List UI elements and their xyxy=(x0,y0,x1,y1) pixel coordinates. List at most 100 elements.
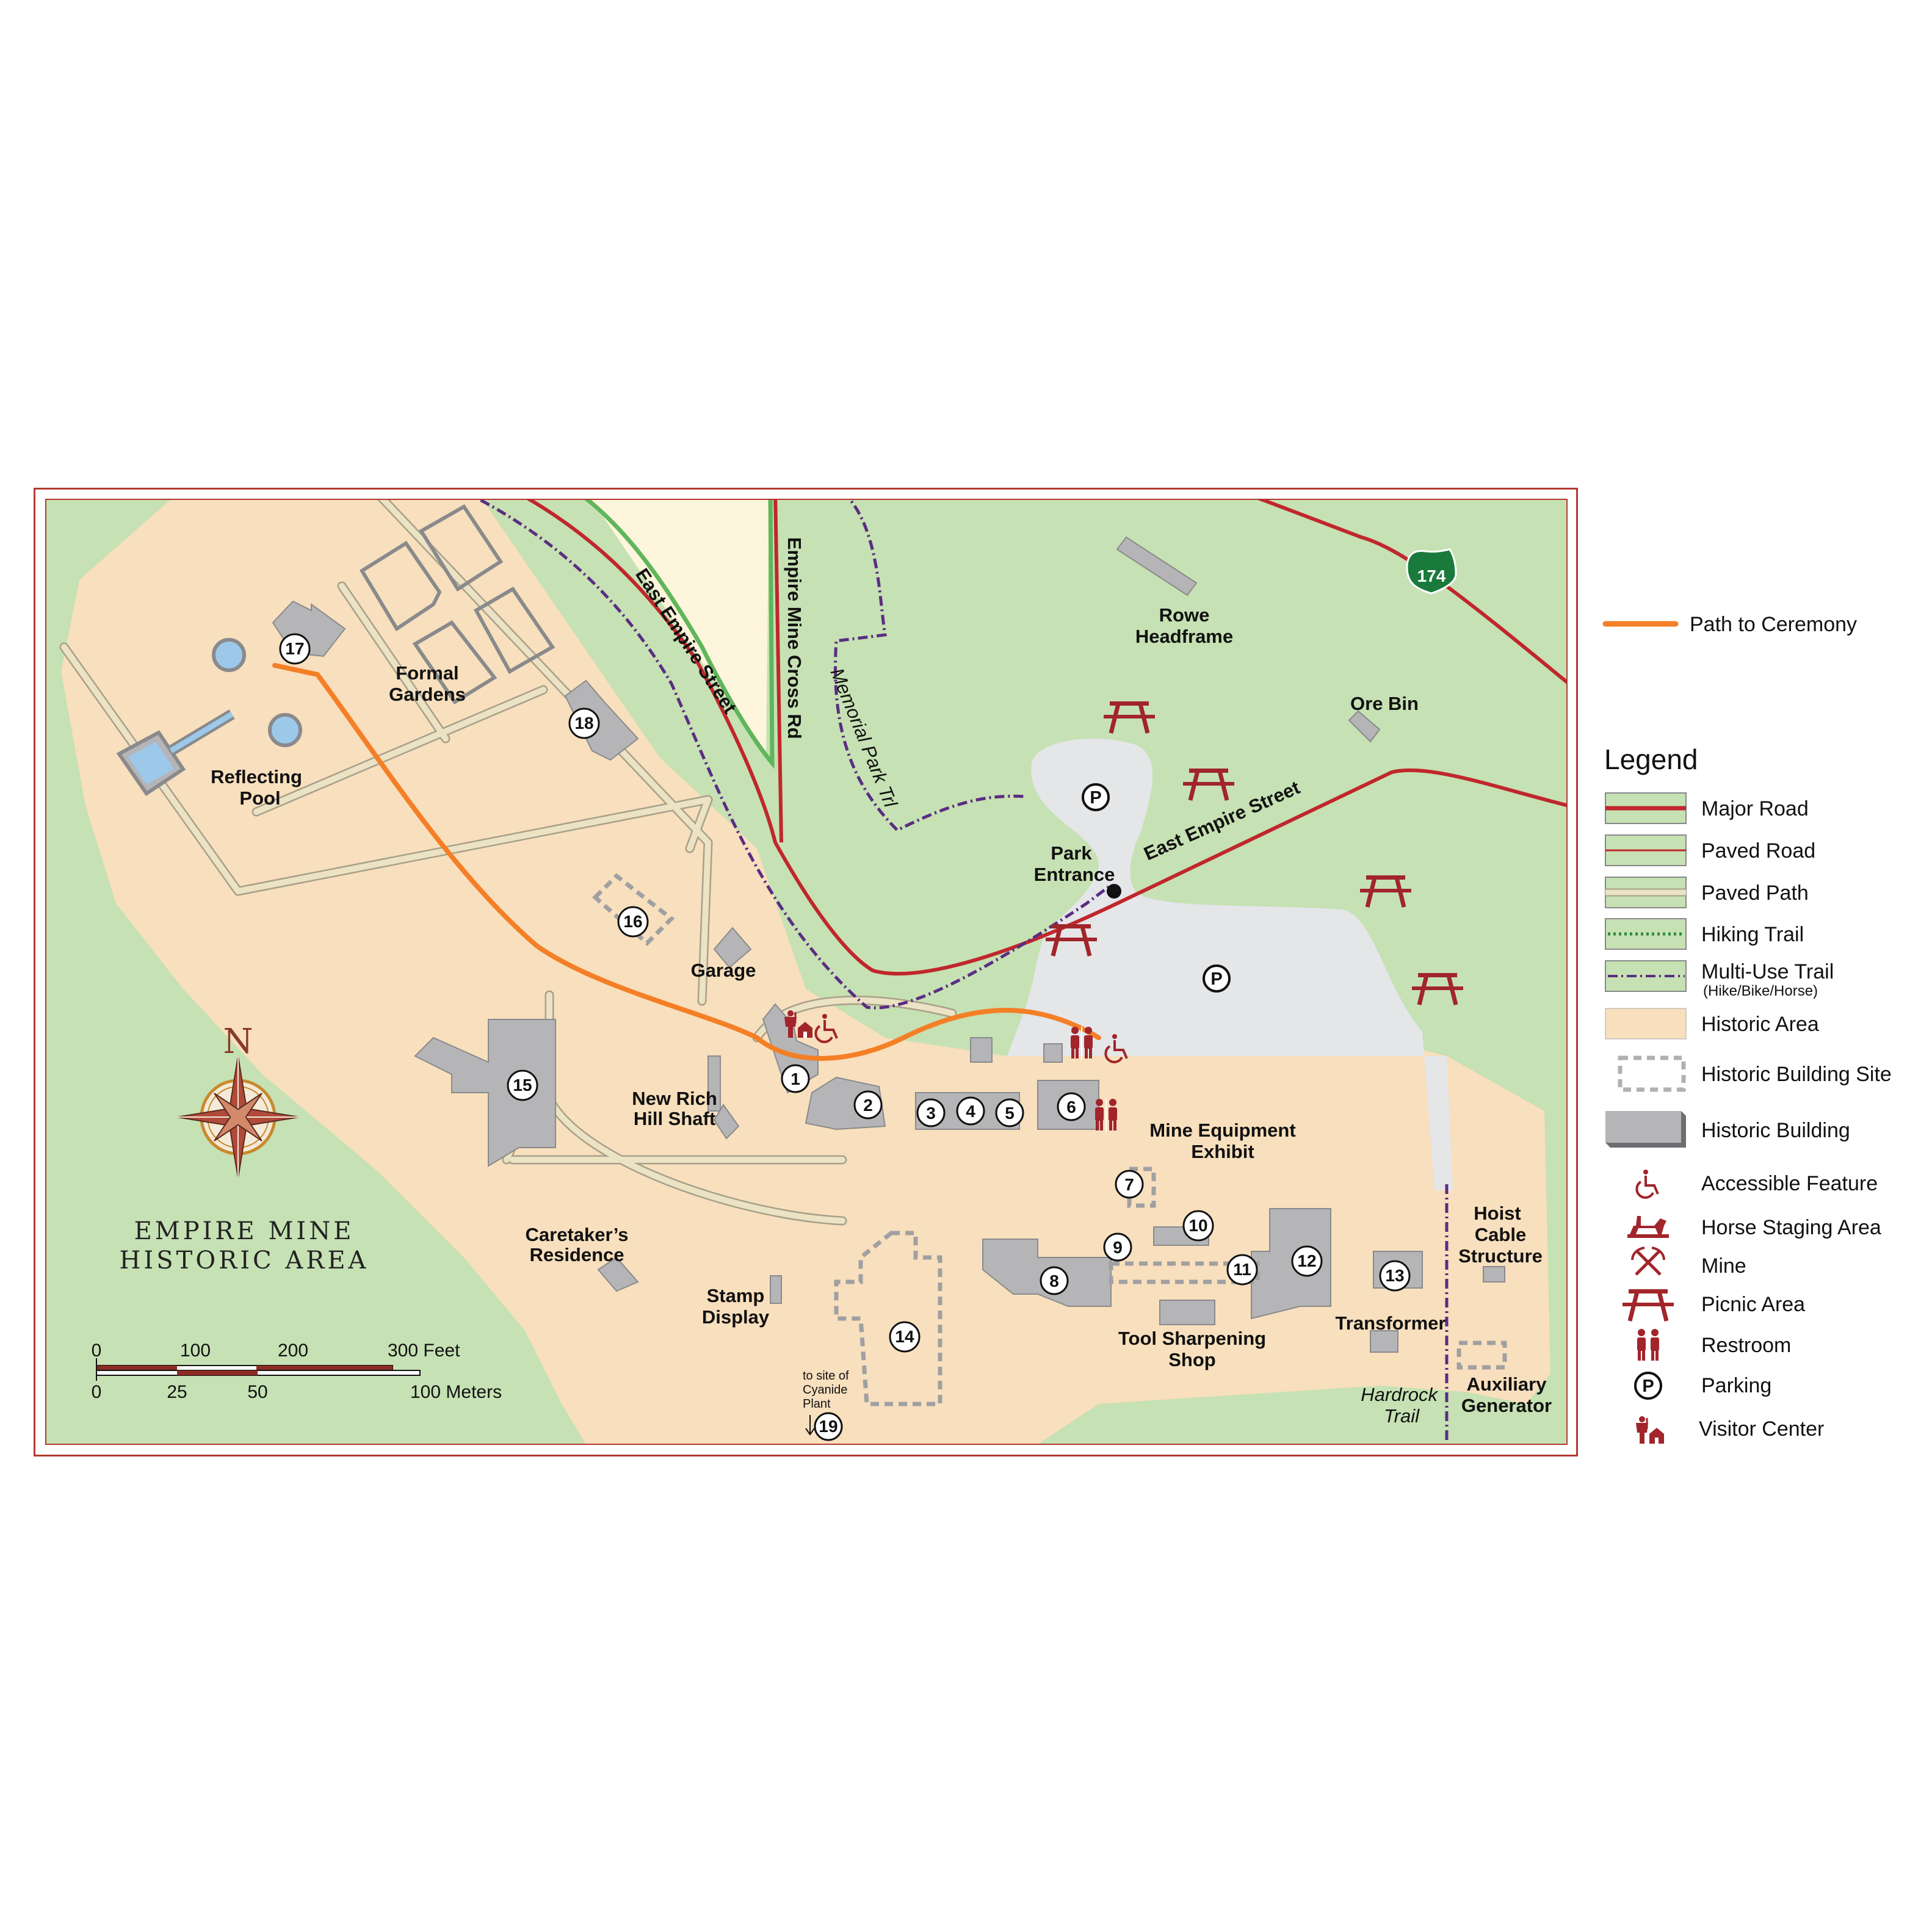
picnic-icon xyxy=(1623,1289,1674,1321)
building-number: 11 xyxy=(1233,1260,1251,1279)
path-to-ceremony-key: Path to Ceremony xyxy=(1602,613,1857,636)
label-formal-gardens-1: Formal xyxy=(396,662,458,684)
label-new-rich-hill-shaft-2: Hill Shaft xyxy=(634,1108,715,1129)
label-caretakers-1: Caretaker’s xyxy=(526,1224,629,1245)
restroom-icon xyxy=(1095,1099,1117,1132)
legend-multi-use-sublabel: (Hike/Bike/Horse) xyxy=(1703,983,1818,999)
label-formal-gardens-2: Gardens xyxy=(389,684,466,705)
building-number: 18 xyxy=(574,714,593,733)
building-number: 17 xyxy=(285,639,304,658)
path-to-ceremony-label: Path to Ceremony xyxy=(1690,613,1857,636)
label-hoist-2: Cable xyxy=(1475,1224,1526,1245)
green-road-edge xyxy=(584,499,775,769)
building-number: 3 xyxy=(926,1104,936,1123)
label-caretakers-2: Residence xyxy=(529,1244,624,1265)
building-number: 15 xyxy=(513,1076,532,1094)
legend-historic-building: Historic Building xyxy=(1701,1119,1850,1142)
label-cyanide-2: Cyanide xyxy=(803,1383,847,1397)
scale-meters-50: 50 xyxy=(247,1382,267,1402)
building-number: 9 xyxy=(1113,1238,1123,1257)
restroom-icon xyxy=(1071,1027,1093,1060)
map-title-line2: HISTORIC AREA xyxy=(120,1246,369,1275)
legend: Major Road Paved Road Paved Path Hiking … xyxy=(1605,792,1892,1445)
label-hoist-3: Structure xyxy=(1458,1245,1543,1267)
label-cyanide-3: Plant xyxy=(803,1397,831,1411)
label-aux-gen-1: Auxiliary xyxy=(1467,1373,1547,1395)
scale-meters-25: 25 xyxy=(167,1382,187,1402)
building-number: 6 xyxy=(1066,1098,1076,1116)
building-number: 7 xyxy=(1124,1175,1134,1194)
label-ore-bin: Ore Bin xyxy=(1350,693,1419,714)
road-label-empire-mine-cross-rd: Empire Mine Cross Rd xyxy=(784,537,805,739)
building-number: 10 xyxy=(1189,1216,1207,1235)
multi-use-trails xyxy=(476,499,1449,1444)
formal-gardens-beds xyxy=(359,504,555,705)
legend-picnic-area: Picnic Area xyxy=(1701,1293,1805,1316)
legend-accessible-feature: Accessible Feature xyxy=(1701,1172,1878,1195)
cyanide-arrow-icon xyxy=(805,1415,815,1436)
label-garage: Garage xyxy=(691,960,756,981)
compass-rose-icon xyxy=(176,1055,300,1179)
scale-feet-0: 0 xyxy=(92,1340,102,1361)
legend-horse-staging: Horse Staging Area xyxy=(1701,1216,1881,1239)
label-tool-shop-2: Shop xyxy=(1168,1349,1216,1370)
legend-hiking-trail: Hiking Trail xyxy=(1701,923,1804,946)
parking-area xyxy=(1007,739,1453,1190)
legend-paved-path: Paved Path xyxy=(1701,881,1809,905)
path-to-ceremony xyxy=(272,663,1101,1061)
label-rowe-headframe-2: Headframe xyxy=(1135,626,1233,647)
building-number: 16 xyxy=(623,912,642,931)
label-new-rich-hill-shaft-1: New Rich xyxy=(632,1088,717,1109)
label-transformer: Transformer xyxy=(1336,1312,1446,1334)
trail-label-hardrock-2: Trail xyxy=(1384,1405,1420,1427)
trail-label-hardrock-1: Hardrock xyxy=(1361,1384,1438,1405)
scale-feet-200: 200 xyxy=(278,1340,308,1361)
legend-paved-road: Paved Road xyxy=(1701,839,1815,863)
label-stamp-display-1: Stamp xyxy=(707,1285,765,1306)
legend-historic-building-site: Historic Building Site xyxy=(1701,1063,1892,1086)
scale-feet-100: 100 xyxy=(180,1340,211,1361)
building-number: 5 xyxy=(1005,1104,1015,1123)
park-entrance-marker xyxy=(1107,884,1121,899)
legend-parking: Parking xyxy=(1701,1374,1771,1397)
map-inner-frame xyxy=(45,499,1568,1445)
scale-feet-300: 300 Feet xyxy=(388,1340,460,1361)
legend-mine: Mine xyxy=(1701,1254,1746,1278)
building-number: 1 xyxy=(791,1069,800,1088)
label-reflecting-pool-1: Reflecting xyxy=(211,766,302,787)
label-reflecting-pool-2: Pool xyxy=(239,787,280,809)
highway-number: 174 xyxy=(1417,566,1446,585)
building-number-markers: 1 2 3 4 5 6 7 8 9 10 11 12 13 14 15 16 1… xyxy=(279,633,1411,1441)
parking-icon xyxy=(1634,1372,1662,1400)
label-cyanide-1: to site of xyxy=(803,1369,849,1383)
accessible-feature-icon xyxy=(1635,1168,1659,1199)
mine-icon xyxy=(1631,1246,1665,1276)
label-tool-shop-1: Tool Sharpening xyxy=(1118,1328,1266,1349)
building-number: 14 xyxy=(895,1327,914,1346)
building-number: 12 xyxy=(1297,1251,1316,1270)
restroom-icon xyxy=(1637,1329,1659,1362)
building-number: 13 xyxy=(1385,1266,1404,1285)
building-number: 2 xyxy=(863,1096,873,1115)
label-rowe-headframe-1: Rowe xyxy=(1159,604,1210,626)
label-stamp-display-2: Display xyxy=(702,1306,770,1328)
label-mine-equipment-1: Mine Equipment xyxy=(1149,1120,1295,1141)
scale-bar xyxy=(96,1358,421,1381)
label-park-entrance-2: Entrance xyxy=(1034,864,1115,885)
visitor-center-icon xyxy=(1635,1415,1665,1445)
scale-meters-100: 100 Meters xyxy=(410,1382,502,1402)
scale-meters-0: 0 xyxy=(92,1382,102,1402)
legend-title: Legend xyxy=(1604,743,1698,775)
highway-174-shield: 174 xyxy=(1406,548,1457,595)
legend-historic-area: Historic Area xyxy=(1701,1013,1819,1036)
label-aux-gen-2: Generator xyxy=(1461,1395,1552,1416)
parking-icon xyxy=(1082,783,1110,811)
building-number: 4 xyxy=(966,1102,975,1121)
map-title-line1: EMPIRE MINE xyxy=(134,1217,355,1245)
reflecting-pool xyxy=(116,638,302,797)
label-hoist-1: Hoist xyxy=(1474,1203,1521,1224)
building-number: 19 xyxy=(819,1417,838,1436)
horse-staging-icon xyxy=(1627,1216,1669,1238)
label-mine-equipment-2: Exhibit xyxy=(1191,1141,1254,1162)
